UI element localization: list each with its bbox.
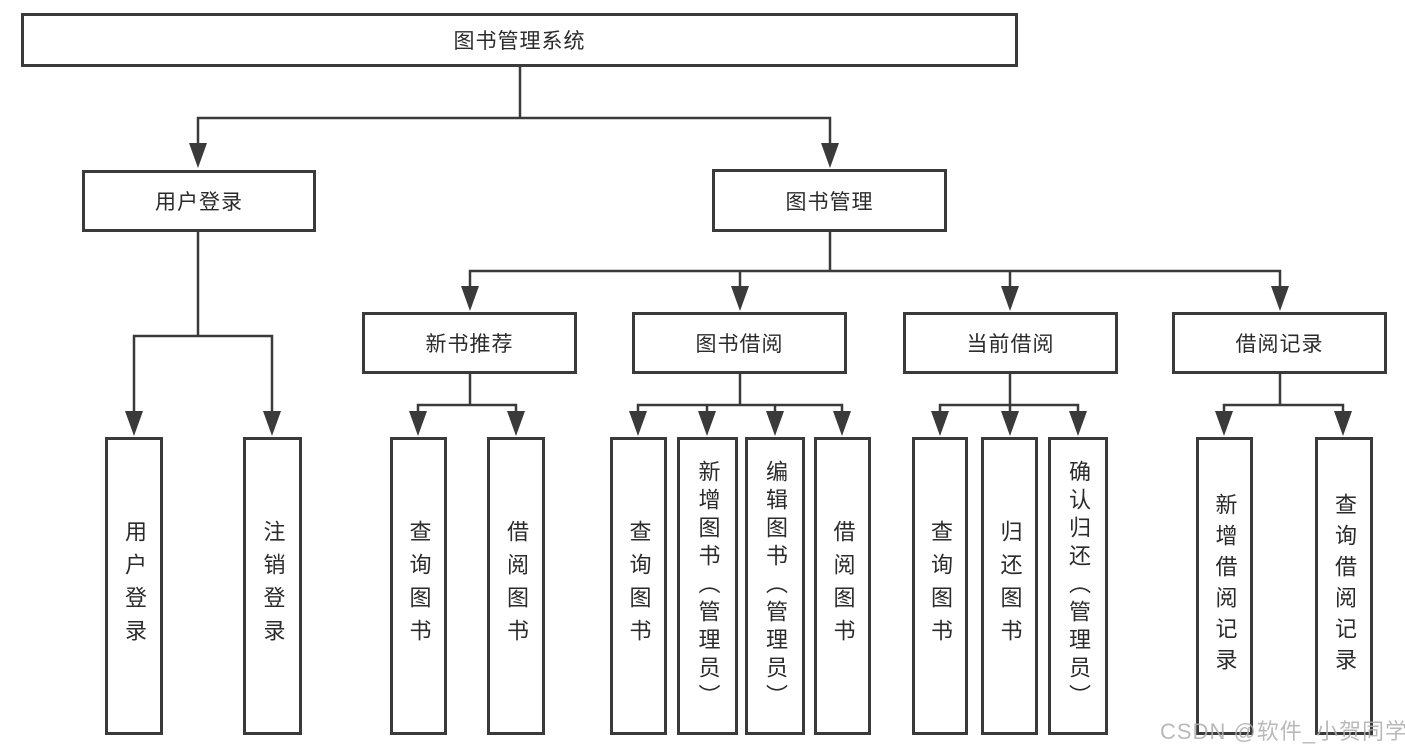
arrow-down-icon [629, 411, 647, 436]
leaf-label: 查询图书 [626, 520, 652, 652]
branch-records [1222, 372, 1345, 416]
arrow-down-icon [1001, 286, 1019, 311]
arrow-down-icon [125, 411, 143, 436]
leaf-query-books-borrowing: 查询图书 [610, 437, 667, 735]
node-root-system: 图书管理系统 [21, 13, 1018, 67]
leaf-label: 借阅图书 [504, 520, 529, 652]
watermark: CSDN @软件_小贺同学 [1160, 719, 1405, 744]
leaf-label: 归还图书 [997, 520, 1023, 652]
arrow-down-icon [507, 411, 525, 436]
leaf-confirm-return-admin: 确认归还（管理员） [1048, 437, 1108, 735]
arrow-down-icon [1334, 411, 1352, 436]
leaf-add-book-admin: 新增图书（管理员） [677, 437, 738, 735]
leaf-user-login: 用户登录 [105, 437, 163, 735]
branch-current [938, 372, 1080, 416]
node-label: 用户登录 [155, 191, 243, 214]
leaf-label: 借阅图书 [830, 520, 856, 652]
branch-user-login [132, 230, 274, 416]
arrow-down-icon [263, 411, 281, 436]
node-label: 图书管理 [785, 190, 874, 214]
arrow-down-icon [1001, 411, 1019, 436]
branch-new-book [416, 372, 518, 416]
branch-root [196, 65, 832, 148]
arrow-down-icon [821, 143, 839, 168]
arrow-down-icon [698, 411, 716, 436]
node-current-borrowing: 当前借阅 [903, 312, 1118, 374]
leaf-label: 查询借阅记录 [1332, 493, 1357, 679]
node-book-management: 图书管理 [712, 169, 947, 232]
arrow-down-icon [1271, 286, 1289, 311]
node-new-book-recommend: 新书推荐 [362, 312, 577, 374]
leaf-borrow-books-borrowing: 借阅图书 [814, 437, 871, 735]
arrow-down-icon [409, 411, 427, 436]
leaf-label: 查询图书 [928, 520, 953, 652]
arrow-down-icon [931, 411, 949, 436]
leaf-label: 新增图书（管理员） [695, 460, 721, 712]
leaf-add-borrow-record: 新增借阅记录 [1196, 437, 1253, 735]
leaf-borrow-books-recommend: 借阅图书 [487, 437, 545, 735]
leaf-label: 确认归还（管理员） [1066, 460, 1091, 712]
arrow-down-icon [766, 411, 784, 436]
node-label: 借阅记录 [1235, 333, 1324, 356]
leaf-query-books-recommend: 查询图书 [390, 437, 447, 735]
leaf-query-books-current: 查询图书 [912, 437, 968, 735]
leaf-edit-book-admin: 编辑图书（管理员） [745, 437, 805, 735]
node-label: 新书推荐 [425, 333, 514, 356]
node-label: 图书管理系统 [453, 30, 586, 53]
leaf-label: 查询图书 [406, 520, 432, 652]
leaf-logout: 注销登录 [243, 437, 302, 735]
arrow-down-icon [731, 286, 749, 311]
arrow-down-icon [1069, 411, 1087, 436]
arrow-down-icon [1215, 411, 1233, 436]
arrow-down-icon [189, 143, 207, 168]
leaf-query-borrow-record: 查询借阅记录 [1315, 437, 1373, 735]
branch-book-borrow [636, 372, 844, 416]
arrow-down-icon [461, 286, 479, 311]
node-borrow-records: 借阅记录 [1172, 312, 1387, 374]
node-label: 图书借阅 [695, 333, 784, 356]
node-user-login: 用户登录 [82, 170, 316, 232]
branch-book-mgmt [468, 230, 1282, 291]
leaf-label: 新增借阅记录 [1212, 493, 1238, 679]
node-label: 当前借阅 [966, 333, 1055, 356]
leaf-label: 编辑图书（管理员） [763, 460, 788, 712]
leaf-return-books: 归还图书 [981, 437, 1038, 735]
node-book-borrowing: 图书借阅 [632, 312, 847, 374]
arrow-down-icon [833, 411, 851, 436]
leaf-label: 用户登录 [122, 520, 147, 652]
leaf-label: 注销登录 [260, 520, 286, 652]
